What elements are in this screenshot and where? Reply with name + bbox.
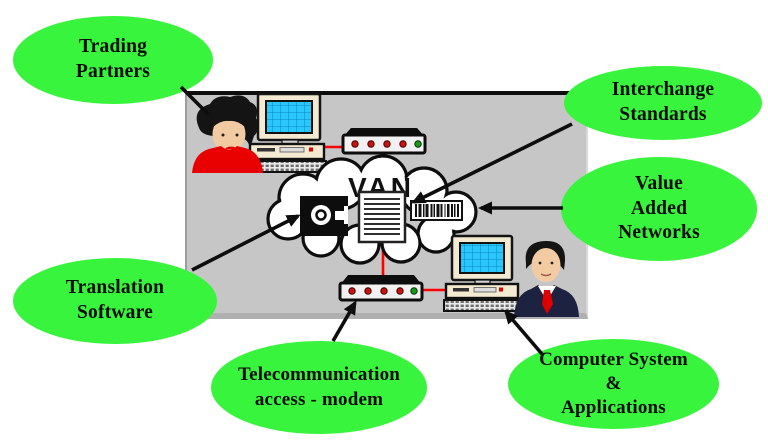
man-face bbox=[531, 248, 561, 282]
workstation-top-left bbox=[247, 92, 327, 173]
bubble-label: Interchange Standards bbox=[611, 79, 715, 125]
floppy-disk-icon bbox=[300, 196, 348, 236]
monitor-screen bbox=[459, 242, 505, 274]
connector-telecommunication-access bbox=[331, 300, 357, 342]
man-eye bbox=[538, 261, 542, 265]
floppy-notch bbox=[335, 211, 344, 220]
case-power-light bbox=[499, 287, 503, 292]
bubble-interchange-standards: Interchange Standards bbox=[564, 66, 762, 140]
modem-led-green bbox=[414, 140, 422, 148]
bubble-value-added-networks: Value Added Networks bbox=[561, 157, 757, 261]
case-drive bbox=[279, 147, 305, 153]
woman-face bbox=[212, 115, 246, 153]
case-slot bbox=[257, 148, 275, 152]
case-power-light bbox=[309, 147, 313, 152]
connector-interchange-standards bbox=[411, 122, 573, 204]
bubble-label: Trading Partners bbox=[75, 36, 151, 82]
modem-led-green bbox=[410, 287, 418, 295]
modem-led-red bbox=[364, 287, 372, 295]
edi-document-icon bbox=[357, 190, 407, 244]
user-man-icon bbox=[514, 240, 579, 317]
man-eye bbox=[550, 261, 554, 265]
woman-bangs bbox=[213, 113, 245, 127]
woman-eye bbox=[221, 133, 225, 137]
modem-led-red bbox=[348, 287, 356, 295]
modem-led-red bbox=[399, 140, 407, 148]
bubble-translation-software: Translation Software bbox=[13, 258, 217, 344]
case-drive bbox=[473, 287, 497, 293]
user-woman-icon bbox=[192, 95, 263, 173]
floppy-hub bbox=[311, 205, 331, 225]
bubble-label: Translation Software bbox=[65, 277, 165, 323]
connector-trading-partners bbox=[179, 85, 210, 116]
modem-led-red bbox=[367, 140, 375, 148]
floppy-edge-slot bbox=[344, 206, 348, 224]
case-slot bbox=[453, 288, 469, 292]
bubble-trading-partners: Trading Partners bbox=[13, 16, 213, 104]
modem-led-red bbox=[383, 140, 391, 148]
bubble-telecommunication-access: Telecommunication access - modem bbox=[211, 341, 427, 434]
bubble-label: Value Added Networks bbox=[618, 172, 700, 244]
barcode-icon bbox=[410, 200, 463, 221]
modem-top-icon bbox=[341, 128, 427, 155]
man-mouth bbox=[540, 273, 552, 277]
document-lines bbox=[364, 198, 400, 235]
modem-led-red bbox=[396, 287, 404, 295]
bubble-label: Telecommunication access - modem bbox=[237, 364, 401, 410]
woman-shirt bbox=[192, 146, 263, 173]
workstation-bottom-right bbox=[443, 234, 521, 312]
bubble-label: Computer System & Applications bbox=[539, 348, 688, 419]
modem-led-red bbox=[380, 287, 388, 295]
bubble-computer-system-applications: Computer System & Applications bbox=[508, 339, 719, 429]
man-tie bbox=[542, 290, 553, 314]
woman-eye bbox=[235, 133, 239, 137]
connector-translation-software bbox=[191, 214, 301, 272]
modem-bottom-icon bbox=[338, 275, 424, 302]
monitor-screen bbox=[265, 100, 313, 134]
connector-computer-system bbox=[504, 309, 544, 356]
modem-led-red bbox=[351, 140, 359, 148]
floppy-hub-ring bbox=[315, 209, 327, 221]
